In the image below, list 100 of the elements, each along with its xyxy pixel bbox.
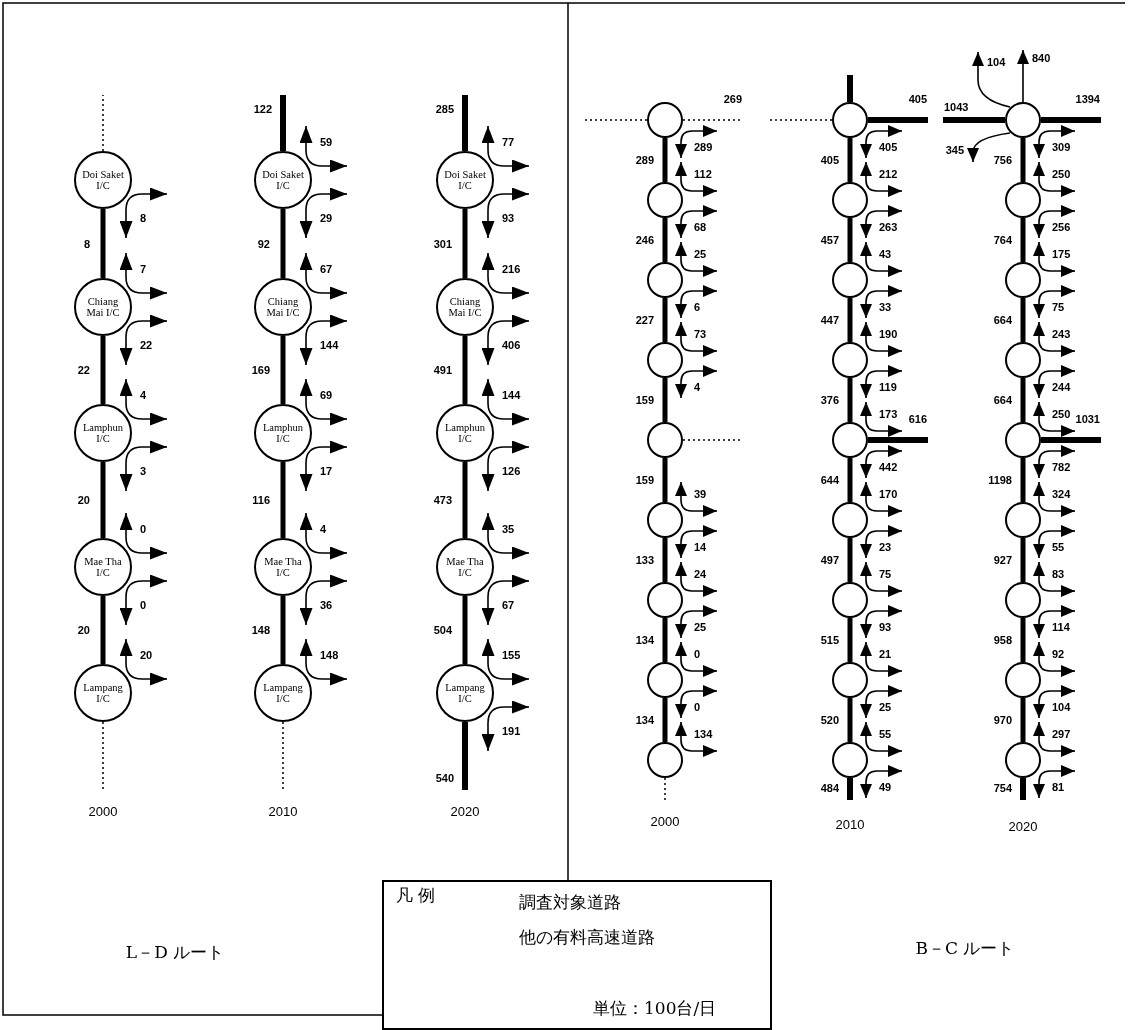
ramp-arrow xyxy=(1033,685,1076,719)
road-segment xyxy=(1020,538,1026,582)
volume-label: 59 xyxy=(319,135,334,149)
volume-label: 43 xyxy=(878,247,893,261)
ramp-arrow xyxy=(675,161,718,197)
interchange-circle xyxy=(1005,342,1041,378)
volume-label: 927 xyxy=(992,553,1013,567)
volume-label: 21 xyxy=(878,647,893,661)
volume-label: 958 xyxy=(992,633,1013,647)
road-extension xyxy=(847,778,853,800)
legend-text: 調査対象道路 xyxy=(518,892,622,912)
volume-label: 504 xyxy=(432,623,453,637)
volume-label: 144 xyxy=(319,338,340,352)
volume-label: 285 xyxy=(434,102,455,116)
road-segment xyxy=(847,298,853,342)
road-segment xyxy=(280,336,286,404)
interchange-circle xyxy=(1005,102,1041,138)
volume-label: 406 xyxy=(501,338,522,352)
volume-label: 114 xyxy=(1051,620,1071,634)
volume-label: 75 xyxy=(1051,300,1066,314)
interchange-circle: Lamphun I/C xyxy=(254,404,312,462)
ramp-arrow xyxy=(860,641,903,677)
volume-label: 25 xyxy=(693,620,708,634)
road-segment xyxy=(847,538,853,582)
interchange-circle: Mae Tha I/C xyxy=(436,538,494,596)
volume-label: 764 xyxy=(992,233,1013,247)
volume-label: 8 xyxy=(139,211,148,225)
volume-label: 104 xyxy=(986,55,1007,69)
volume-label: 22 xyxy=(76,363,91,377)
ramp-arrow xyxy=(860,765,903,799)
road-segment xyxy=(1020,458,1026,502)
ramp-arrow xyxy=(1033,365,1076,399)
interchange-circle xyxy=(647,662,683,698)
volume-label: 159 xyxy=(634,473,655,487)
ramp-arrow xyxy=(481,700,530,752)
interchange-circle xyxy=(832,662,868,698)
ramp-arrow xyxy=(299,378,348,426)
road-segment xyxy=(280,462,286,538)
volume-label: 457 xyxy=(819,233,840,247)
volume-label: 14 xyxy=(693,540,708,554)
ramp-arrow xyxy=(860,285,903,319)
ramp-arrow xyxy=(1033,561,1076,597)
road-extension xyxy=(282,721,284,791)
legend-text: 他の有料高速道路 xyxy=(518,927,656,947)
interchange-circle: Mae Tha I/C xyxy=(74,538,132,596)
ramp-arrow xyxy=(860,125,903,159)
volume-label: 970 xyxy=(992,713,1013,727)
road-segment xyxy=(462,462,468,538)
interchange-circle xyxy=(1005,662,1041,698)
volume-label: 216 xyxy=(501,262,522,276)
volume-label: 17 xyxy=(319,464,334,478)
volume-label: 119 xyxy=(878,380,898,394)
volume-label: 269 xyxy=(722,92,743,106)
ramp-arrow xyxy=(1033,605,1076,639)
ramp-arrow xyxy=(1033,445,1076,479)
ramp-arrow xyxy=(860,721,903,757)
ramp-arrow xyxy=(299,125,348,173)
road-segment xyxy=(462,209,468,278)
road-segment xyxy=(847,618,853,662)
interchange-circle xyxy=(647,262,683,298)
interchange-circle xyxy=(832,102,868,138)
volume-label: 116 xyxy=(251,493,271,507)
volume-label: 289 xyxy=(693,140,714,154)
interchange-circle xyxy=(832,342,868,378)
volume-label: 133 xyxy=(634,553,655,567)
road-segment xyxy=(1020,378,1026,422)
ramp-arrow xyxy=(675,721,718,757)
volume-label: 93 xyxy=(878,620,893,634)
ramp-arrow xyxy=(675,481,718,517)
ramp-arrow xyxy=(1033,641,1076,677)
volume-label: 263 xyxy=(878,220,899,234)
road-segment xyxy=(1020,138,1026,182)
ramp-arrow xyxy=(675,685,718,719)
ramp-arrow xyxy=(860,685,903,719)
interchange-circle: Lampang I/C xyxy=(436,664,494,722)
volume-label: 92 xyxy=(1051,647,1066,661)
road-extension xyxy=(769,119,833,121)
road-extension xyxy=(584,119,648,121)
ramp-arrow xyxy=(299,638,348,686)
volume-label: 447 xyxy=(819,313,840,327)
volume-label: 159 xyxy=(634,393,655,407)
volume-label: 55 xyxy=(878,727,893,741)
volume-label: 256 xyxy=(1051,220,1072,234)
legend-title: 凡 例 xyxy=(395,885,437,905)
ramp-arrow xyxy=(299,574,348,626)
arrow xyxy=(1017,49,1029,103)
volume-label: 169 xyxy=(250,363,271,377)
interchange-circle xyxy=(1005,422,1041,458)
ramp-arrow xyxy=(860,161,903,197)
volume-label: 243 xyxy=(1051,327,1072,341)
volume-label: 23 xyxy=(878,540,893,554)
volume-label: 35 xyxy=(501,522,516,536)
volume-label: 170 xyxy=(878,487,899,501)
road-segment xyxy=(662,298,668,342)
ramp-arrow xyxy=(119,252,168,300)
road-segment xyxy=(662,378,668,422)
road-extension xyxy=(462,95,468,151)
volume-label: 20 xyxy=(139,648,154,662)
volume-label: 324 xyxy=(1051,487,1072,501)
road-segment xyxy=(662,538,668,582)
